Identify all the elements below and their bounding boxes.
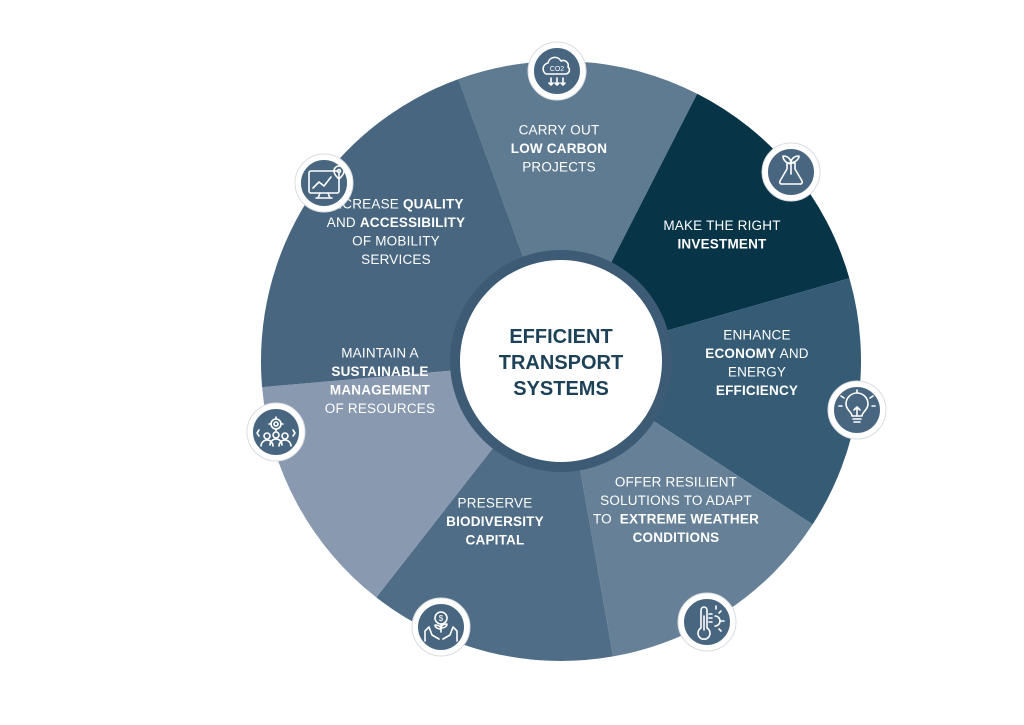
segment-quality-label-line-2: AND ACCESSIBILITY (327, 215, 465, 230)
segment-resilient-label-line-3: TO EXTREME WEATHER (593, 511, 759, 526)
segment-low-carbon-label-line-3: PROJECTS (522, 160, 596, 175)
lightbulb-icon (827, 380, 887, 440)
segment-biodiversity-label-line-3: CAPITAL (466, 533, 525, 548)
segment-quality-label-line-3: OF MOBILITY (352, 233, 440, 248)
segment-biodiversity-label-line-2: BIODIVERSITY (446, 514, 544, 529)
segment-investment-label-line-2: INVESTMENT (677, 236, 767, 251)
segment-resilient-label-line-1: OFFER RESILIENT (615, 474, 737, 489)
segment-economy-label-line-3: ENERGY (728, 364, 786, 379)
segment-economy-label-line-2: ECONOMY AND (705, 346, 809, 361)
segment-resilient-label-line-2: SOLUTIONS TO ADAPT (600, 493, 752, 508)
map-pin-chart-icon (294, 153, 354, 213)
segment-low-carbon-label-line-2: LOW CARBON (511, 141, 608, 156)
segment-sustainable-label-line-3: MANAGEMENT (330, 382, 431, 397)
segment-low-carbon-label-line-1: CARRY OUT (519, 123, 600, 138)
segment-quality-label-line-4: SERVICES (361, 252, 431, 267)
plant-flask-icon (761, 142, 821, 202)
people-gear-icon (246, 402, 306, 462)
co2-cloud-icon: CO2 (527, 41, 587, 101)
segment-sustainable-label-line-1: MAINTAIN A (341, 345, 419, 360)
svg-text:CO2: CO2 (550, 66, 565, 73)
segment-sustainable-label-line-2: SUSTAINABLE (331, 364, 428, 379)
thermometer-sun-icon (677, 592, 737, 652)
segment-economy-label-line-1: ENHANCE (723, 327, 790, 342)
center-title-line-2: TRANSPORT (499, 352, 623, 374)
segment-investment-label-line-1: MAKE THE RIGHT (663, 218, 780, 233)
svg-text:$: $ (439, 614, 444, 623)
segment-low-carbon (458, 61, 698, 362)
hands-coin-plant-icon: $ (411, 597, 471, 657)
segment-sustainable-label-line-4: OF RESOURCES (325, 401, 435, 416)
center-disc (460, 260, 662, 462)
segment-economy-label-line-4: EFFICIENCY (716, 383, 798, 398)
segment-resilient-label-line-4: CONDITIONS (633, 530, 720, 545)
center-title-line-1: EFFICIENT (509, 326, 612, 348)
center-title-line-3: SYSTEMS (513, 378, 609, 400)
segment-biodiversity-label-line-1: PRESERVE (458, 496, 533, 511)
